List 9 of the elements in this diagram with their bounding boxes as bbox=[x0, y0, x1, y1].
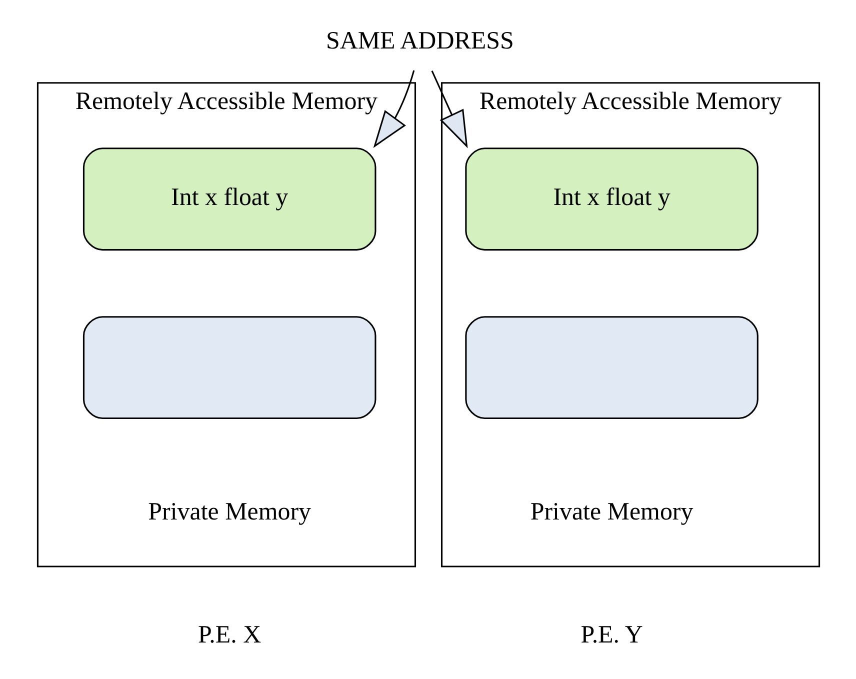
node-box: Int x float y bbox=[82, 148, 376, 251]
node-pill bbox=[464, 316, 758, 420]
node-label: P.E. Y bbox=[580, 622, 642, 649]
arrow bbox=[430, 70, 468, 148]
arrow bbox=[372, 70, 414, 148]
node-label: P.E. X bbox=[198, 622, 261, 649]
node-box: Int x float y bbox=[464, 148, 758, 251]
node-pill bbox=[82, 316, 376, 420]
node-text: SAME ADDRESS bbox=[325, 27, 514, 54]
